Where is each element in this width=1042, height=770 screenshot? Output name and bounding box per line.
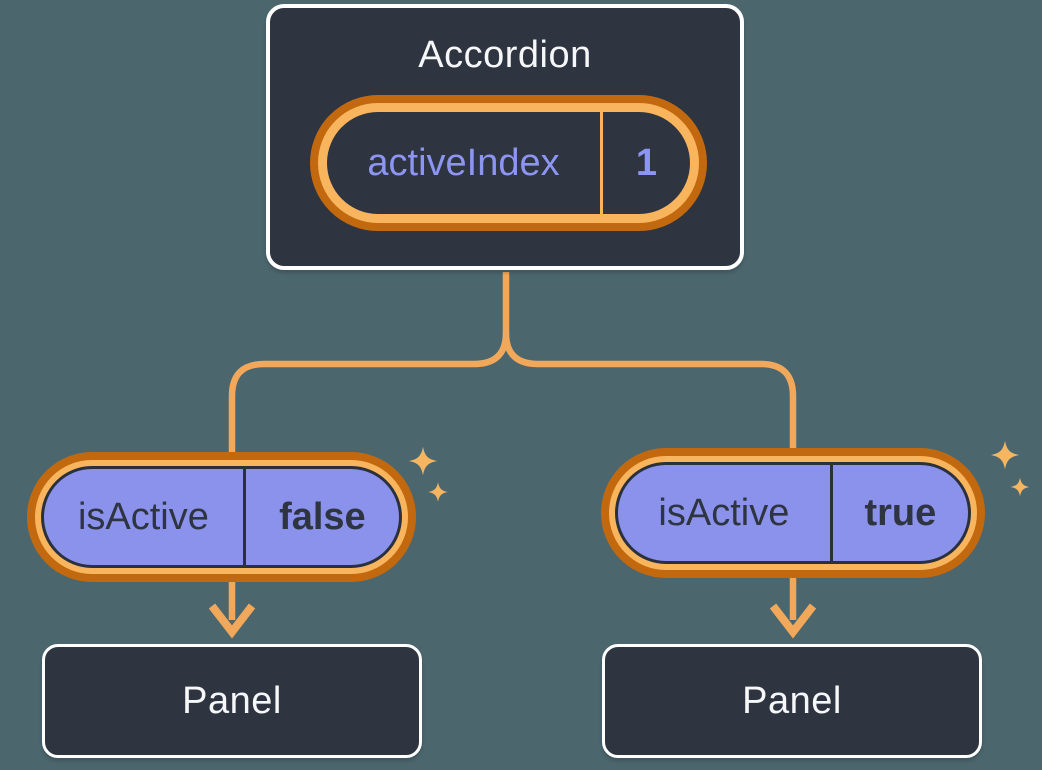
sparkles-icon [408, 446, 448, 502]
prop-pill-is-active-true: isActive true [601, 448, 985, 578]
state-pill-inner: activeIndex 1 [327, 112, 690, 214]
state-value-cell: 1 [603, 112, 690, 214]
connector-branch-right [502, 332, 797, 449]
panel-title: Panel [742, 679, 842, 722]
connector-branch-left [228, 332, 510, 453]
state-pill-active-index: activeIndex 1 [310, 95, 707, 231]
state-name-label: activeIndex [367, 141, 560, 184]
state-name-cell: activeIndex [327, 112, 600, 214]
prop-name-label: isActive [658, 491, 790, 534]
pill-divider [829, 465, 833, 561]
prop-name-label: isActive [77, 495, 209, 538]
prop-pill-is-active-false: isActive false [27, 452, 416, 582]
prop-pill-inner: isActive false [41, 466, 402, 568]
panel-node-left: Panel [42, 644, 422, 758]
state-value-label: 1 [635, 141, 658, 184]
prop-name-cell: isActive [618, 465, 830, 561]
arrow-down-icon [769, 578, 817, 639]
pill-divider [242, 469, 246, 565]
accordion-title: Accordion [418, 34, 592, 76]
prop-value-label: false [279, 495, 366, 538]
sparkles-icon [990, 440, 1030, 497]
prop-value-cell: true [833, 465, 968, 561]
prop-value-cell: false [246, 469, 399, 565]
prop-name-cell: isActive [44, 469, 243, 565]
pill-divider [600, 112, 603, 214]
prop-pill-inner: isActive true [615, 462, 971, 564]
arrow-down-icon [208, 582, 256, 639]
prop-value-label: true [864, 491, 937, 534]
panel-title: Panel [182, 679, 282, 722]
panel-node-right: Panel [602, 644, 982, 758]
